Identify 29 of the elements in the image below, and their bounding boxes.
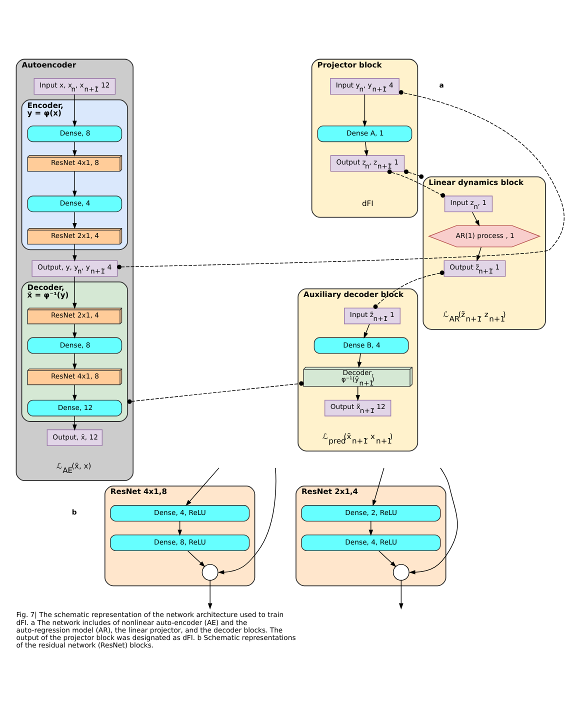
arrow (72, 276, 77, 310)
arrow (368, 521, 374, 536)
arrow (409, 468, 458, 574)
connector (387, 170, 446, 198)
arrow (72, 244, 77, 262)
arrow (187, 550, 206, 568)
arrow (72, 353, 77, 370)
arrow (208, 580, 212, 610)
connector (127, 381, 304, 404)
connector (404, 169, 424, 179)
node-circle (202, 564, 218, 581)
arrow (378, 550, 396, 568)
arrow (357, 353, 362, 368)
arrow (186, 468, 220, 506)
connector (373, 270, 444, 309)
arrow (362, 94, 367, 127)
arrow (72, 94, 77, 127)
arrow (476, 246, 482, 262)
arrow (72, 171, 77, 197)
arrow (72, 384, 77, 402)
arrow (72, 212, 77, 230)
arrow (472, 212, 480, 226)
arrow (364, 324, 370, 339)
arrow (218, 468, 276, 574)
arrow (364, 142, 368, 156)
arrow (372, 468, 384, 506)
arrow (399, 580, 404, 610)
connector (116, 90, 564, 270)
node-circle (392, 564, 410, 581)
